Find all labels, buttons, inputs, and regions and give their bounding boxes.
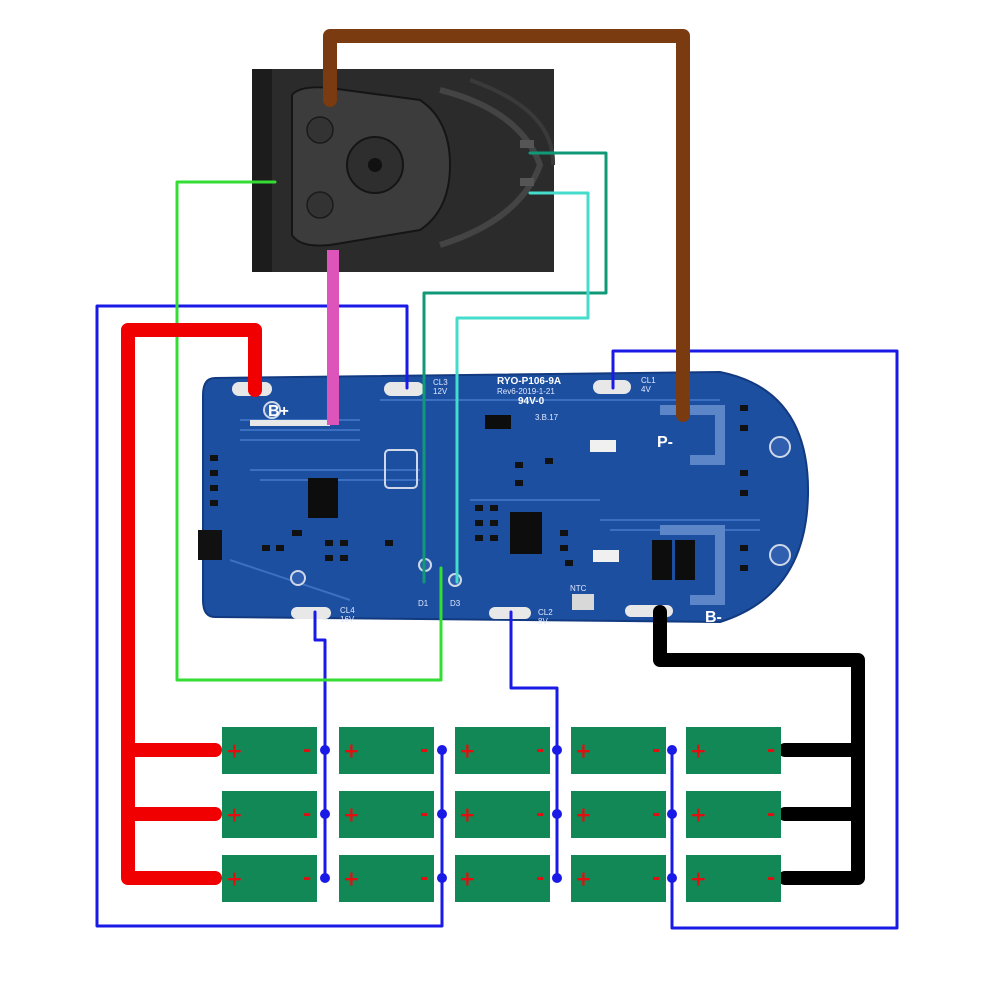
cell-minus-sign: - [303, 738, 311, 762]
battery-cell-body [455, 727, 550, 774]
battery-cell-body [686, 727, 781, 774]
cl4-voltage-label: 16V [340, 615, 355, 624]
b-minus-label: B- [705, 609, 722, 626]
wire-teal [422, 151, 608, 584]
cell-plus-sign: + [690, 803, 707, 827]
battery-cell: +- [455, 855, 550, 902]
cell-plus-sign: + [343, 867, 360, 891]
battery-cell: +- [686, 791, 781, 838]
battery-cell-body [455, 855, 550, 902]
battery-cell: +- [222, 791, 317, 838]
cell-plus-sign: + [343, 739, 360, 763]
battery-cell: +- [222, 727, 317, 774]
battery-pack: +-+-+-+-+-+-+-+-+-+-+-+-+-+-+- [222, 727, 781, 902]
cell-minus-sign: - [420, 738, 428, 762]
wire-blue-cl1 [611, 349, 899, 930]
cell-minus-sign: - [536, 802, 544, 826]
battery-cell: +- [339, 855, 434, 902]
cl3-label: CL3 [433, 378, 448, 387]
cell-minus-sign: - [767, 866, 775, 890]
cl1-voltage-label: 4V [641, 385, 651, 394]
cell-plus-sign: + [575, 803, 592, 827]
battery-cell-body [339, 727, 434, 774]
cell-plus-sign: + [459, 803, 476, 827]
ntc-label: NTC [570, 584, 587, 593]
cl2-label: CL2 [538, 608, 553, 617]
cell-plus-sign: + [459, 739, 476, 763]
cl3-voltage-label: 12V [433, 387, 448, 396]
cell-plus-sign: + [690, 867, 707, 891]
wire-brown [323, 29, 690, 422]
battery-cell: +- [686, 855, 781, 902]
cell-plus-sign: + [226, 803, 243, 827]
battery-cell-body [686, 855, 781, 902]
wire-black-b-minus [653, 605, 865, 885]
cell-minus-sign: - [303, 802, 311, 826]
cell-minus-sign: - [303, 866, 311, 890]
cell-plus-sign: + [575, 739, 592, 763]
battery-cell: +- [571, 727, 666, 774]
battery-cell-body [571, 727, 666, 774]
cell-minus-sign: - [652, 866, 660, 890]
battery-cell-body [571, 855, 666, 902]
cell-minus-sign: - [420, 802, 428, 826]
battery-cell-body [571, 791, 666, 838]
cell-plus-sign: + [690, 739, 707, 763]
battery-cell: +- [339, 791, 434, 838]
cell-plus-sign: + [343, 803, 360, 827]
cell-minus-sign: - [767, 802, 775, 826]
wire-blue-cl3 [95, 304, 444, 928]
battery-cell-body [339, 791, 434, 838]
pcb-rating-label: 94V-0 [518, 396, 545, 407]
battery-cell: +- [222, 855, 317, 902]
cell-plus-sign: + [575, 867, 592, 891]
cell-minus-sign: - [420, 866, 428, 890]
battery-cell-body [686, 791, 781, 838]
battery-cell-body [222, 855, 317, 902]
cell-minus-sign: - [652, 738, 660, 762]
cl1-label: CL1 [641, 376, 656, 385]
cell-plus-sign: + [226, 867, 243, 891]
b-plus-label: B+ [268, 403, 289, 420]
battery-cell-body [222, 791, 317, 838]
battery-cell: +- [686, 727, 781, 774]
battery-cell: +- [339, 727, 434, 774]
pcb-rev-label: Rev6-2019-1-21 [497, 387, 555, 396]
d-left-label: D1 [418, 599, 429, 608]
battery-cell: +- [455, 791, 550, 838]
wire-red-b-plus [121, 323, 262, 885]
wire-green [175, 180, 443, 682]
cell-minus-sign: - [767, 738, 775, 762]
cell-plus-sign: + [459, 867, 476, 891]
junction-dots [320, 745, 677, 883]
battery-cell: +- [571, 791, 666, 838]
pcb-code-label: 3.B.17 [535, 413, 559, 422]
battery-cell-body [455, 791, 550, 838]
cell-plus-sign: + [226, 739, 243, 763]
cell-minus-sign: - [652, 802, 660, 826]
cl2-voltage-label: 8V [538, 617, 548, 626]
p-minus-label: P- [657, 434, 673, 451]
battery-cell: +- [571, 855, 666, 902]
pcb-board: RYO-P106-9A Rev6-2019-1-21 94V-0 3.B.17 … [198, 370, 810, 626]
wire-cyan [455, 191, 590, 584]
connector-housing [252, 69, 556, 272]
d-right-label: D3 [450, 599, 461, 608]
cl4-label: CL4 [340, 606, 355, 615]
battery-cell-body [339, 855, 434, 902]
cell-minus-sign: - [536, 866, 544, 890]
cell-minus-sign: - [536, 738, 544, 762]
battery-cell-body [222, 727, 317, 774]
battery-cell: +- [455, 727, 550, 774]
pcb-model-label: RYO-P106-9A [497, 376, 561, 387]
